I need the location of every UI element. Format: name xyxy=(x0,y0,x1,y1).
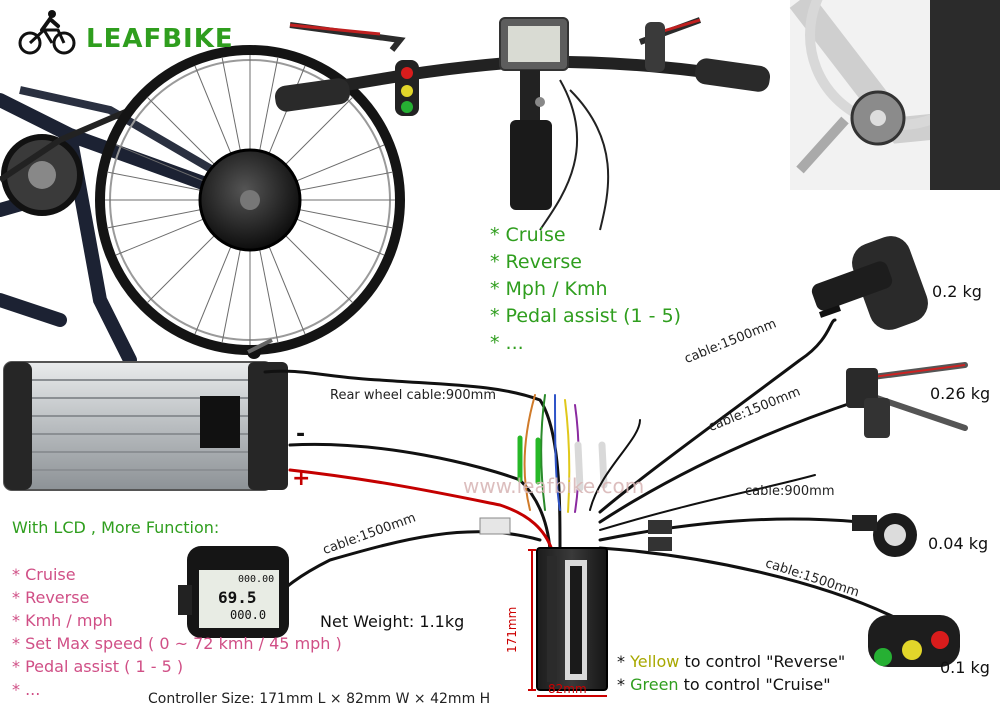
switch-weight: 0.1 kg xyxy=(940,658,990,677)
battery-plus-label: + xyxy=(292,466,311,491)
switch-note-reverse: * Yellow to control "Reverse" xyxy=(617,652,845,671)
throttle-illustration xyxy=(811,236,928,330)
pas-installation-photo xyxy=(789,0,1000,190)
lcd-readout-bot: 000.0 xyxy=(230,608,267,622)
lcd-function-item: * Set Max speed ( 0 ~ 72 kmh / 45 mph ) xyxy=(12,634,342,653)
switch-illustration xyxy=(868,615,960,667)
battery-minus-label: - xyxy=(296,422,306,447)
leafbike-logo-icon xyxy=(18,10,76,55)
lcd-heading: With LCD , More Function: xyxy=(12,518,220,537)
lcd-display-illustration xyxy=(178,546,289,638)
feature-item: * Pedal assist (1 - 5) xyxy=(490,305,682,327)
lcd-function-list: * Cruise * Reverse * Kmh / mph * Set Max… xyxy=(12,563,342,701)
feature-item: * Cruise xyxy=(490,224,566,246)
feature-item: * Reverse xyxy=(490,251,582,273)
lcd-readout-top: 000.00 xyxy=(238,574,275,585)
lcd-function-item: * Kmh / mph xyxy=(12,611,113,630)
lcd-function-item: * Cruise xyxy=(12,565,76,584)
brand-name: LEAFBIKE xyxy=(86,24,234,54)
feature-item: * Mph / Kmh xyxy=(490,278,608,300)
controller-height-label: 171mm xyxy=(505,606,519,653)
lcd-function-item: * ... xyxy=(12,680,41,699)
handlebar-illustration xyxy=(274,17,771,231)
controller-illustration xyxy=(528,547,608,697)
note-text: to control "Cruise" xyxy=(678,675,831,694)
features-list: * Cruise * Reverse * Mph / Kmh * Pedal a… xyxy=(490,222,681,357)
rear-wheel-cable-label: Rear wheel cable:900mm xyxy=(330,388,496,403)
battery-illustration xyxy=(3,338,288,491)
lcd-function-item: * Pedal assist ( 1 - 5 ) xyxy=(12,657,184,676)
watermark: www.leafbike.com xyxy=(463,474,645,498)
pas-weight: 0.04 kg xyxy=(928,534,989,553)
switch-note-cruise: * Green to control "Cruise" xyxy=(617,675,831,694)
lcd-function-item: * Reverse xyxy=(12,588,90,607)
note-color-yellow: Yellow xyxy=(630,652,680,671)
controller-width-label: 82mm xyxy=(548,682,587,696)
note-text: to control "Reverse" xyxy=(679,652,846,671)
cable-harness xyxy=(263,318,902,622)
note-bullet: * xyxy=(617,675,631,694)
controller-size-text: Controller Size: 171mm L × 82mm W × 42mm… xyxy=(148,691,491,707)
throttle-weight: 0.2 kg xyxy=(932,282,982,301)
pas-cable-label: cable:900mm xyxy=(745,484,835,499)
feature-item: * ... xyxy=(490,332,524,354)
brake-weight: 0.26 kg xyxy=(930,384,991,403)
brake-lever-illustration xyxy=(846,362,968,438)
lcd-readout-mid: 69.5 xyxy=(218,588,257,607)
pas-sensor-illustration xyxy=(852,513,917,557)
note-color-green: Green xyxy=(630,675,679,694)
note-bullet: * xyxy=(617,652,631,671)
net-weight: Net Weight: 1.1kg xyxy=(320,612,465,631)
